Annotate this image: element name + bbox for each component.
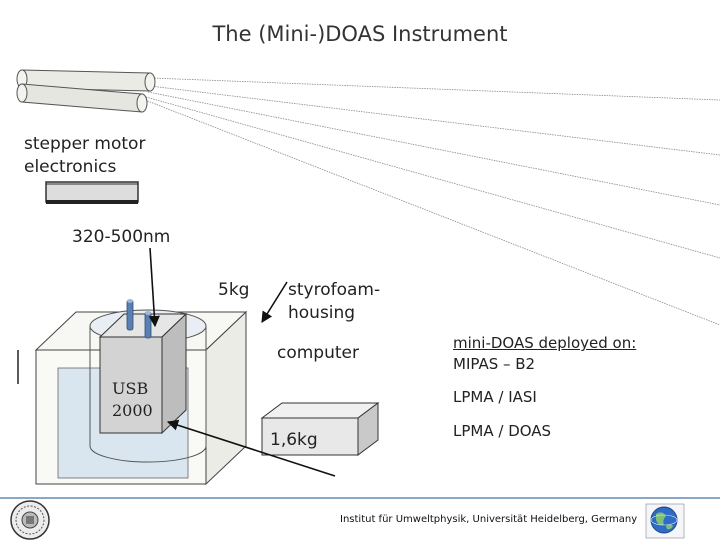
arrow-range-to-plug [148,247,160,328]
university-seal-icon [10,500,50,540]
deployed-item: MIPAS – B2 [453,355,536,373]
usb2000-spectrometer [98,312,188,435]
page-title: The (Mini-)DOAS Instrument [212,22,508,46]
deployed-item: LPMA / DOAS [453,422,552,440]
styrofoam-label-line-2: housing [288,303,356,323]
housing-weight-label: 5kg [218,280,250,300]
deployed-heading: mini-DOAS deployed on: [453,334,637,352]
computer-label: computer [277,343,359,363]
arrow-usb-to-computer [166,419,336,477]
usb-label-line-2: 2000 [112,401,153,420]
telescope-upper [16,69,156,92]
telescope-lower [16,83,148,113]
light-path-lines [144,77,720,326]
deployed-item: LPMA / IASI [453,388,537,406]
stepper-label-line-2: electronics [24,157,117,177]
styrofoam-housing-label: styrofoam- housing [288,279,380,325]
computer-box [260,402,380,456]
styrofoam-label-line-1: styrofoam- [288,280,381,300]
arrow-styrofoam-to-housing [261,281,288,323]
globe-logo-icon [645,503,685,539]
computer-weight-label: 1,6kg [270,430,318,450]
arrows [148,247,336,477]
stepper-motor-box [45,181,139,204]
stepper-motor-label: stepper motor electronics [24,133,145,179]
usb2000-label: USB 2000 [112,378,153,422]
usb-label-line-1: USB [112,379,149,398]
wavelength-range-label: 320-500nm [72,227,171,247]
footer-institute: Institut für Umweltphysik, Universität H… [340,514,638,525]
stepper-label-line-1: stepper motor [24,134,146,154]
